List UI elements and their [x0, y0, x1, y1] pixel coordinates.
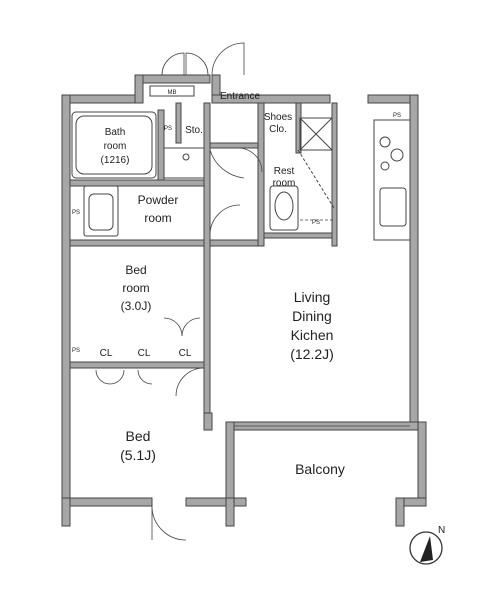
- walls: [61, 74, 427, 527]
- label-entrance: Entrance: [220, 91, 260, 102]
- north-arrow-icon: N: [409, 525, 445, 565]
- marker-ps-bath: PS: [164, 126, 172, 132]
- label-closet-2: CL: [138, 348, 151, 359]
- marker-ps-powder: PS: [72, 210, 80, 216]
- markers: MB PS PS PS PS PS: [72, 90, 401, 354]
- kitchen-sink: [379, 187, 407, 227]
- washbasin: [83, 185, 119, 237]
- label-closet-1: CL: [100, 348, 113, 359]
- marker-mb: MB: [168, 90, 177, 96]
- label-storage: Sto.: [185, 125, 203, 136]
- marker-ps-kitchen: PS: [393, 113, 401, 119]
- north-label: N: [438, 525, 445, 536]
- fixtures: [71, 85, 411, 241]
- marker-ps-closet: PS: [72, 348, 80, 354]
- marker-ps-rest: PS: [312, 220, 320, 226]
- label-bedroom-large: Bed(5.1J): [120, 428, 156, 463]
- label-closet-3: CL: [179, 348, 192, 359]
- bathtub: [71, 111, 157, 179]
- label-balcony: Balcony: [295, 461, 345, 477]
- doors: [95, 42, 410, 541]
- stove-burner: [379, 136, 391, 148]
